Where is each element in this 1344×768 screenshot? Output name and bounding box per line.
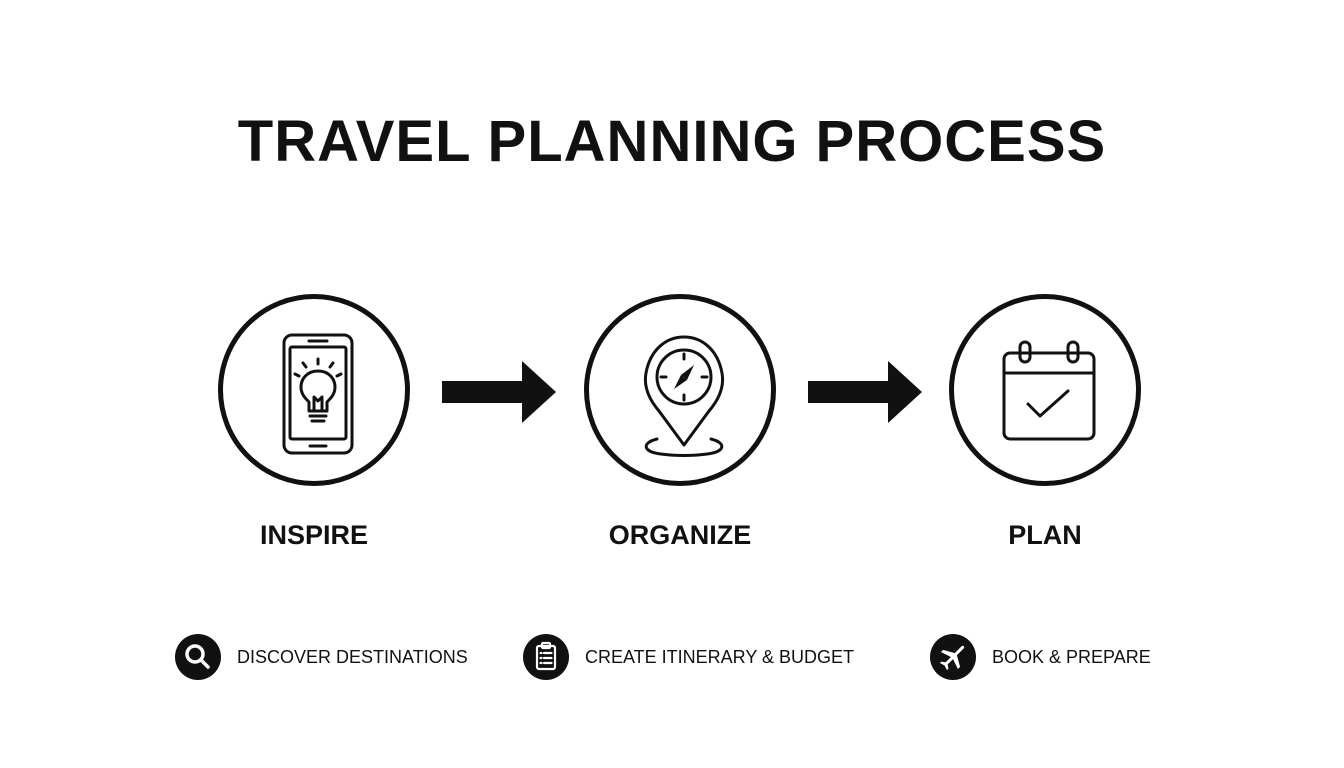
arrow-right-2 xyxy=(808,361,922,423)
step-inspire-circle xyxy=(218,294,410,486)
detail-text-book: BOOK & PREPARE xyxy=(992,646,1151,667)
detail-discover: DISCOVER DESTINATIONS xyxy=(175,634,468,680)
calendar-check-icon xyxy=(1002,340,1096,441)
clipboard-icon xyxy=(535,641,557,671)
detail-book: BOOK & PREPARE xyxy=(930,634,1151,680)
detail-text-discover: DISCOVER DESTINATIONS xyxy=(237,646,468,667)
location-pin-compass-icon xyxy=(643,335,725,457)
phone-lightbulb-icon xyxy=(282,333,354,455)
search-badge xyxy=(175,634,221,680)
clipboard-badge xyxy=(523,634,569,680)
detail-text-create: CREATE ITINERARY & BUDGET xyxy=(585,646,855,667)
step-plan-circle xyxy=(949,294,1141,486)
airplane-icon xyxy=(939,645,965,671)
step-label-plan: PLAN xyxy=(1008,520,1082,550)
arrow-right-1 xyxy=(442,361,556,423)
step-organize-circle xyxy=(584,294,776,486)
step-label-organize: ORGANIZE xyxy=(608,520,752,550)
diagram-title: TRAVEL PLANNING PROCESS xyxy=(237,109,1107,174)
detail-create: CREATE ITINERARY & BUDGET xyxy=(523,634,854,680)
airplane-badge xyxy=(930,634,976,680)
search-icon xyxy=(185,644,210,669)
step-label-inspire: INSPIRE xyxy=(259,520,369,550)
